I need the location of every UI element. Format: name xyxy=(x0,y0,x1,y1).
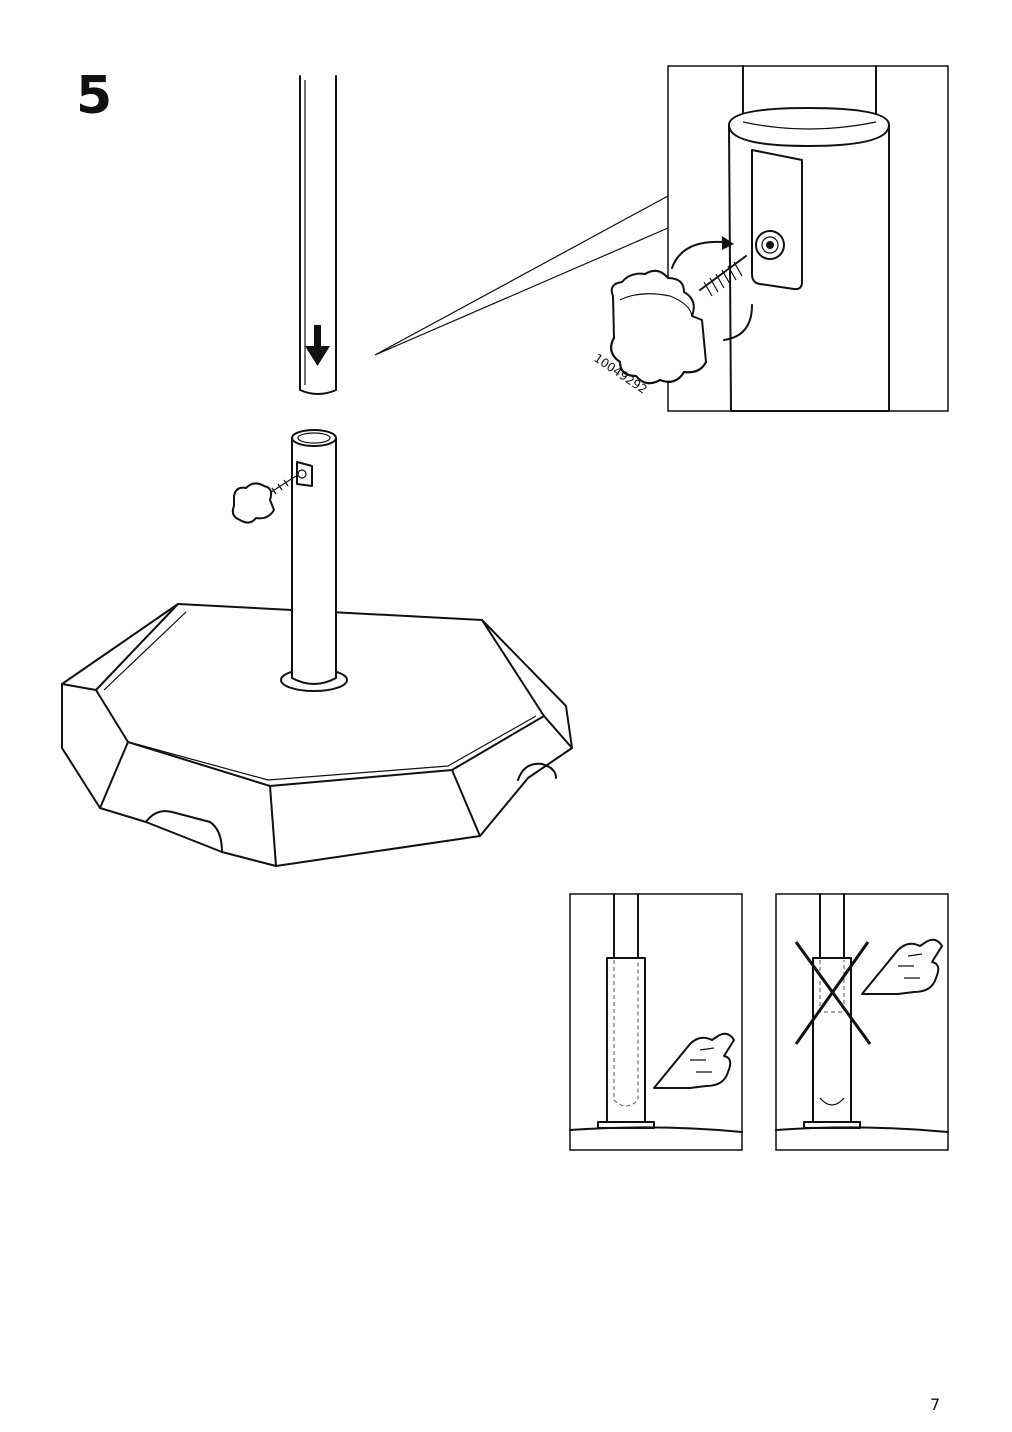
cross-mark-icon xyxy=(794,941,872,1045)
page-number: 7 xyxy=(930,1395,941,1414)
step-number: 5 xyxy=(76,66,113,126)
umbrella-pole-illustration xyxy=(299,75,337,395)
down-arrow-icon xyxy=(305,325,330,366)
umbrella-base-illustration xyxy=(61,429,573,867)
pointing-hand-icon xyxy=(861,938,943,995)
callout-lines xyxy=(374,195,669,356)
correct-insertion-panel xyxy=(569,893,743,1151)
detail-box: 10049292 xyxy=(591,65,949,412)
pointing-hand-icon xyxy=(653,1032,735,1089)
incorrect-insertion-panel xyxy=(775,893,949,1151)
knob-icon xyxy=(610,269,707,385)
